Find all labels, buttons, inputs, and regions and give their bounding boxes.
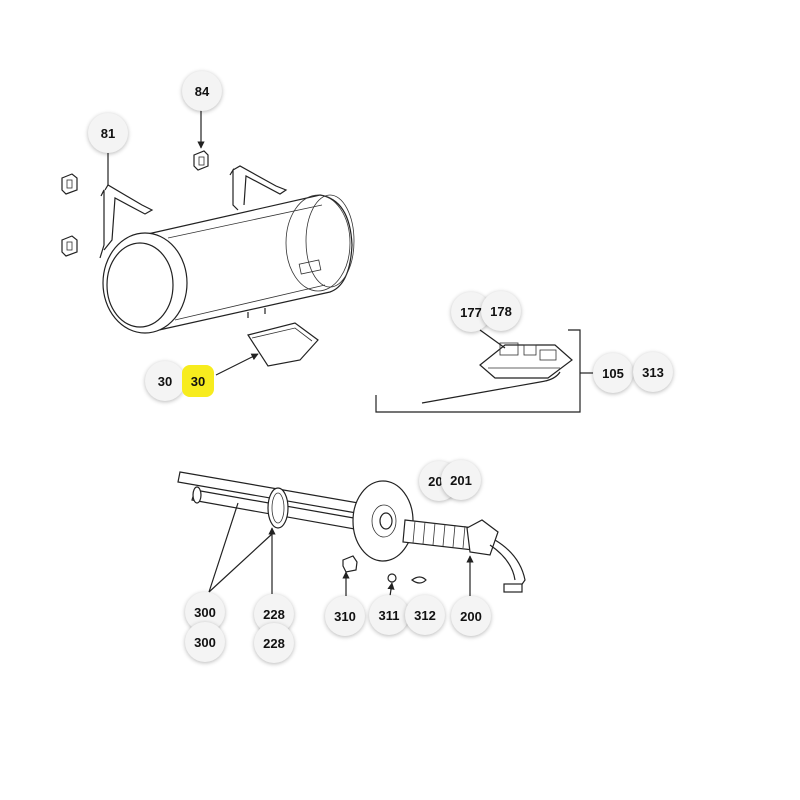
callout-200[interactable]: 200 [451, 596, 491, 636]
callout-300[interactable]: 300 [185, 622, 225, 662]
mounting-brackets [99, 165, 288, 259]
callout-178[interactable]: 178 [481, 291, 521, 331]
control-board [375, 329, 581, 413]
heating-element-assembly [177, 471, 526, 593]
callout-312[interactable]: 312 [405, 595, 445, 635]
callout-30-highlighted[interactable]: 30 [182, 365, 214, 397]
callout-201[interactable]: 201 [441, 460, 481, 500]
callout-84[interactable]: 84 [182, 71, 222, 111]
callout-177[interactable]: 177 [451, 292, 491, 332]
callout-105[interactable]: 105 [593, 353, 633, 393]
callout-30[interactable]: 30 [145, 361, 185, 401]
small-parts [342, 555, 427, 584]
bracket-clips [61, 150, 209, 257]
callout-313[interactable]: 313 [633, 352, 673, 392]
drip-tray [247, 322, 319, 367]
callout-310[interactable]: 310 [325, 596, 365, 636]
callout-228[interactable]: 228 [254, 623, 294, 663]
callout-81[interactable]: 81 [88, 113, 128, 153]
callout-311[interactable]: 311 [369, 595, 409, 635]
water-heater-tank [102, 194, 355, 334]
